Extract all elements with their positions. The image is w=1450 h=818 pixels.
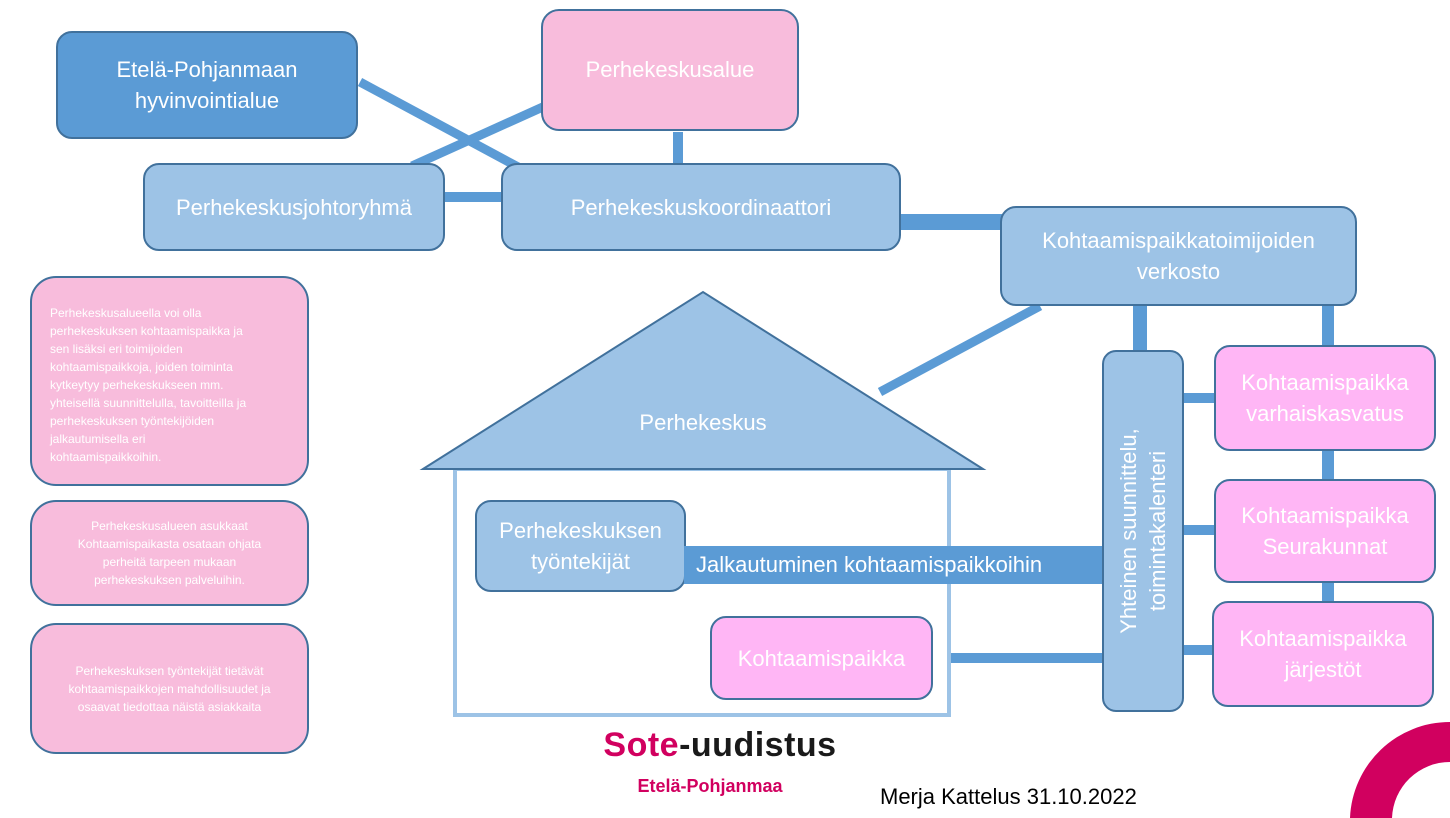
- note-residents-text: Perhekeskusalueen asukkaat Kohtaamispaik…: [77, 519, 262, 587]
- logo-swirl-shape: [1350, 721, 1450, 818]
- logo-rest-text: -uudistus: [679, 726, 837, 764]
- steering-group-box[interactable]: Perhekeskusjohtoryhmä: [143, 163, 445, 251]
- mp-parishes-box[interactable]: Kohtaamispaikka Seurakunnat: [1214, 479, 1436, 583]
- family-center-area-box[interactable]: Perhekeskusalue: [541, 9, 799, 131]
- note-employees-text: Perhekeskuksen työntekijät tietävät koht…: [68, 663, 271, 714]
- meeting-place-label: Kohtaamispaikka: [737, 645, 906, 671]
- mp-organizations-label: Kohtaamispaikka järjestöt: [1239, 626, 1407, 682]
- network-box[interactable]: Kohtaamispaikkatoimijoiden verkosto: [1000, 206, 1357, 306]
- coordinator-label: Perhekeskuskoordinaattori: [570, 194, 832, 220]
- network-label: Kohtaamispaikkatoimijoiden verkosto: [1042, 228, 1315, 284]
- connector-region-coordinator: [357, 78, 523, 172]
- joint-planning-box[interactable]: Yhteinen suunnittelu, toimintakalenteri: [1102, 350, 1184, 712]
- mp-parishes-label: Kohtaamispaikka Seurakunnat: [1241, 503, 1409, 559]
- connector-area-steering: [410, 101, 547, 171]
- note-residents-box: Perhekeskusalueen asukkaat Kohtaamispaik…: [30, 500, 309, 606]
- author-date: Merja Kattelus 31.10.2022: [880, 784, 1137, 809]
- note-employees-box: Perhekeskuksen työntekijät tietävät koht…: [30, 623, 309, 754]
- joint-planning-label: Yhteinen suunnittelu, toimintakalenteri: [1116, 428, 1170, 634]
- mp-early-education-box[interactable]: Kohtaamispaikka varhaiskasvatus: [1214, 345, 1436, 451]
- note-area-text: Perhekeskusalueella voi olla perhekeskuk…: [50, 306, 247, 464]
- outreach-bar: Jalkautuminen kohtaamispaikkoihin: [684, 546, 1104, 584]
- sote-logo: Sote-uudistus: [540, 726, 900, 765]
- house-roof: [419, 290, 987, 470]
- employees-box[interactable]: Perhekeskuksen työntekijät: [475, 500, 686, 592]
- logo-accent-text: Sote: [603, 726, 680, 764]
- coordinator-box[interactable]: Perhekeskuskoordinaattori: [501, 163, 901, 251]
- steering-group-label: Perhekeskusjohtoryhmä: [175, 194, 412, 220]
- connector-network-house: [877, 302, 1043, 396]
- region-box[interactable]: Etelä-Pohjanmaan hyvinvointialue: [56, 31, 358, 139]
- family-center-area-label: Perhekeskusalue: [585, 57, 755, 82]
- note-area-box: Perhekeskusalueella voi olla perhekeskuk…: [30, 276, 309, 486]
- mp-organizations-box[interactable]: Kohtaamispaikka järjestöt: [1212, 601, 1434, 707]
- logo-subtitle: Etelä-Pohjanmaa: [637, 776, 783, 796]
- region-label: Etelä-Pohjanmaan hyvinvointialue: [116, 57, 298, 113]
- employees-label: Perhekeskuksen työntekijät: [499, 518, 662, 574]
- mp-early-education-label: Kohtaamispaikka varhaiskasvatus: [1241, 370, 1409, 426]
- family-center-label: Perhekeskus: [639, 410, 767, 435]
- meeting-place-box[interactable]: Kohtaamispaikka: [710, 616, 933, 700]
